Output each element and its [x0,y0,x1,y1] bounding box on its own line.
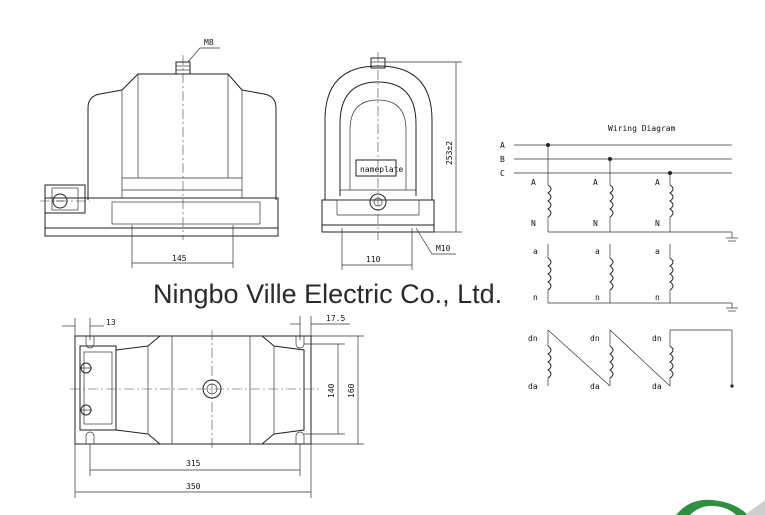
overall-length-dim: 350 [186,482,201,491]
secondary-bottom-2: n [595,293,600,302]
secondary-top-2: a [595,247,600,256]
residual-top-3: dn [652,334,662,343]
residual-bottom-2: da [590,382,600,391]
residual-top-2: dn [590,334,600,343]
front-view: M8 145 [40,38,279,268]
primary-bottom-3: N [655,219,660,228]
front-width-dim: 145 [172,254,187,263]
terminal-dot [730,384,734,388]
logo-fragment [676,499,765,515]
top-left-dim: 13 [106,318,116,327]
phase-b: B [500,155,505,164]
secondary-bottom-3: n [655,293,660,302]
company-watermark: Ningbo Ville Electric Co., Ltd. [153,279,502,309]
bolt-label: M8 [204,38,214,47]
residual-bottom-3: da [652,382,662,391]
screw-label: M10 [436,244,451,253]
phase-c: C [500,169,505,178]
top-right-dim: 17.5 [326,314,345,323]
primary-top-1: A [531,178,536,187]
residual-top-1: dn [528,334,538,343]
secondary-top-1: a [533,247,538,256]
residual-bottom-1: da [528,382,538,391]
side-view: nameplate 253±2 110 M10 [321,52,462,270]
secondary-bottom-1: n [533,293,538,302]
primary-bottom-2: N [593,219,598,228]
top-inner-height: 140 [327,383,336,398]
primary-bottom-1: N [531,219,536,228]
top-outer-height: 160 [347,383,356,398]
side-height-dim: 253±2 [445,141,454,165]
top-view: 13 17.5 140 160 315 350 [62,314,364,498]
primary-top-3: A [655,178,660,187]
wiring-diagram: Wiring Diagram A B C A A A N N N [500,124,738,391]
nameplate-label: nameplate [360,165,404,174]
secondary-top-3: a [655,247,660,256]
phase-a: A [500,141,505,150]
primary-top-2: A [593,178,598,187]
hole-spacing-dim: 315 [186,459,201,468]
side-width-dim: 110 [366,255,381,264]
wiring-title: Wiring Diagram [608,124,676,133]
